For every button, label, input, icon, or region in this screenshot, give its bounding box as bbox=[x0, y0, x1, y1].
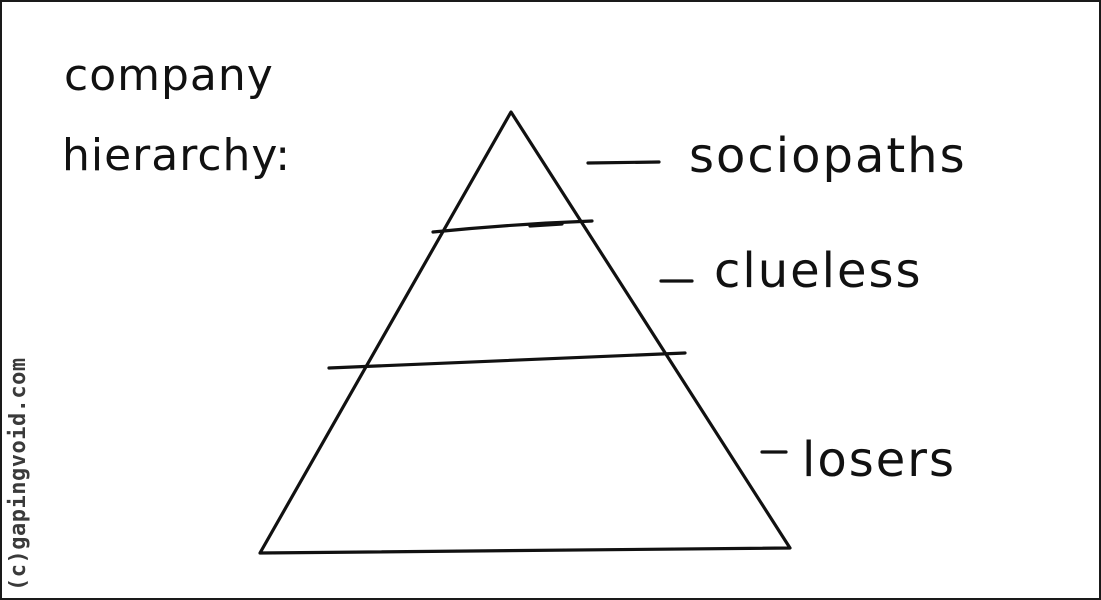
copyright-credit: (c)gapingvoid.com bbox=[6, 357, 31, 591]
title-line-2: hierarchy: bbox=[62, 130, 291, 181]
sociopaths-dash bbox=[586, 160, 661, 165]
tier-label-losers: losers bbox=[802, 432, 956, 488]
tier-label-sociopaths: sociopaths bbox=[689, 128, 967, 184]
tier-label-clueless: clueless bbox=[714, 243, 923, 299]
divider-top-middle-overstroke bbox=[528, 222, 564, 228]
divider-top-middle bbox=[431, 219, 594, 234]
pyramid-outline bbox=[258, 110, 792, 555]
title-line-1: company bbox=[64, 50, 274, 101]
divider-middle-bottom bbox=[327, 351, 687, 370]
